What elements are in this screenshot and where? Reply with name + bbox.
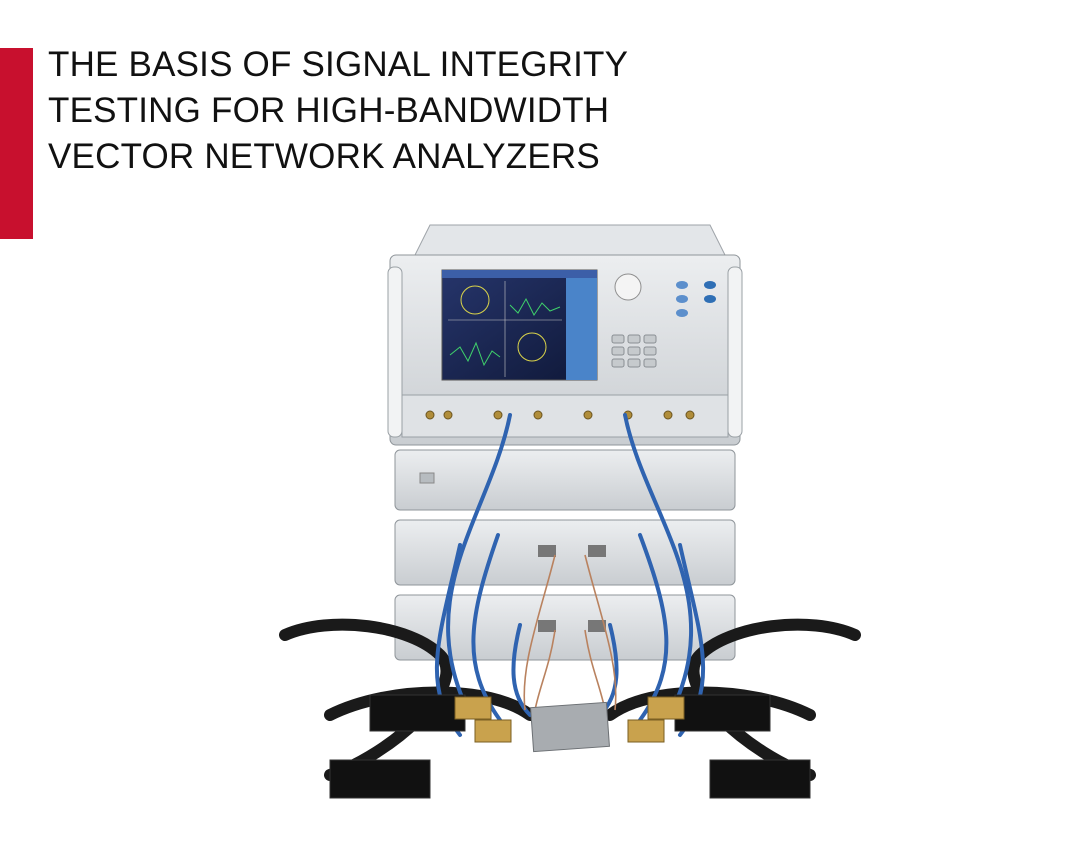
- headline-line-2: TESTING FOR HIGH-BANDWIDTH: [48, 91, 610, 130]
- headline: THE BASIS OF SIGNAL INTEGRITY TESTING FO…: [48, 42, 688, 180]
- right-handle: [727, 266, 743, 438]
- soft-keys: [676, 281, 716, 317]
- probe-modules: [329, 694, 811, 799]
- probe-module-right-top: [674, 694, 771, 732]
- probe-module-left-bottom: [329, 759, 431, 799]
- left-handle: [387, 266, 403, 438]
- probe-module-right-bottom: [709, 759, 811, 799]
- vna-stack-illustration: [279, 224, 861, 799]
- probe-module-left-top: [369, 694, 466, 732]
- headline-line-3: VECTOR NETWORK ANALYZERS: [48, 137, 600, 176]
- vna-product-image: [270, 215, 870, 835]
- headline-line-1: THE BASIS OF SIGNAL INTEGRITY: [48, 45, 629, 84]
- chassis-lid: [414, 224, 726, 256]
- keypad: [611, 334, 657, 368]
- port-panel: [401, 394, 729, 438]
- rotary-knob: [614, 273, 642, 301]
- accent-bar: [0, 48, 33, 239]
- dut-test-board: [530, 701, 610, 753]
- main-analyzer-unit: [387, 254, 743, 446]
- module-unit-1: [394, 449, 736, 511]
